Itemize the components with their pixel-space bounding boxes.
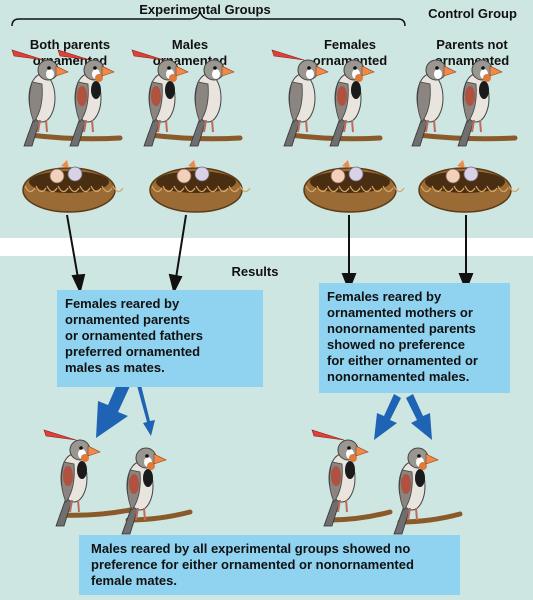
nest — [303, 160, 405, 213]
bottom-result-box: Males reared by all experimental groups … — [79, 535, 460, 595]
right-result-box: Females reared by ornamented mothers or … — [319, 283, 510, 393]
bird-female — [11, 49, 69, 147]
experimental-groups-label: Experimental Groups — [139, 2, 271, 17]
bird-male — [457, 59, 503, 147]
right-arrow-2 — [406, 394, 432, 440]
box-line: ornamented mothers or — [327, 305, 473, 320]
box-line: males as mates. — [65, 360, 165, 375]
results-title: Results — [231, 264, 279, 279]
box-line: nonornamented parents — [327, 321, 476, 336]
group-label-line: Both parents — [29, 37, 111, 52]
box-line: showed no preference — [327, 337, 465, 352]
nest — [418, 160, 520, 213]
bird-male — [57, 49, 115, 147]
thick-arrow — [96, 382, 130, 438]
control-group-label: Control Group — [428, 6, 517, 21]
bird-female — [411, 59, 457, 147]
experimental-bracket — [11, 10, 406, 27]
bird-male-plain — [393, 447, 439, 535]
box-line: preferred ornamented — [65, 344, 201, 359]
nest — [22, 160, 124, 213]
box-line: for either ornamented or — [327, 353, 478, 368]
bird-female — [189, 59, 235, 147]
bird-male-ornamented — [311, 429, 369, 527]
box-line: Females reared by — [65, 296, 180, 311]
bird-male-plain — [121, 447, 167, 535]
group-label-line: Parents not — [436, 37, 508, 52]
bird-male — [131, 49, 189, 147]
bird-female — [271, 49, 329, 147]
nest — [149, 160, 251, 213]
bird-male — [329, 59, 375, 147]
right-arrow-1 — [374, 394, 401, 440]
bird-male-ornamented — [43, 429, 101, 527]
group-label-line: Males — [171, 37, 209, 52]
box-line: Females reared by — [327, 289, 442, 304]
left-result-box: Females reared by ornamented parents or … — [57, 290, 263, 387]
branch — [327, 509, 393, 523]
box-line: or ornamented fathers — [65, 328, 203, 343]
result-arrows — [96, 381, 432, 440]
arrows — [66, 214, 474, 294]
branch — [59, 507, 133, 518]
box-line: ornamented parents — [65, 312, 190, 327]
thin-arrow — [136, 381, 155, 436]
box-line: preference for either ornamented or nono… — [91, 557, 414, 572]
group-label-line: Females — [323, 37, 377, 52]
box-line: female mates. — [91, 573, 177, 588]
box-line: Males reared by all experimental groups … — [91, 541, 411, 556]
box-line: nonornamented males. — [327, 369, 470, 384]
